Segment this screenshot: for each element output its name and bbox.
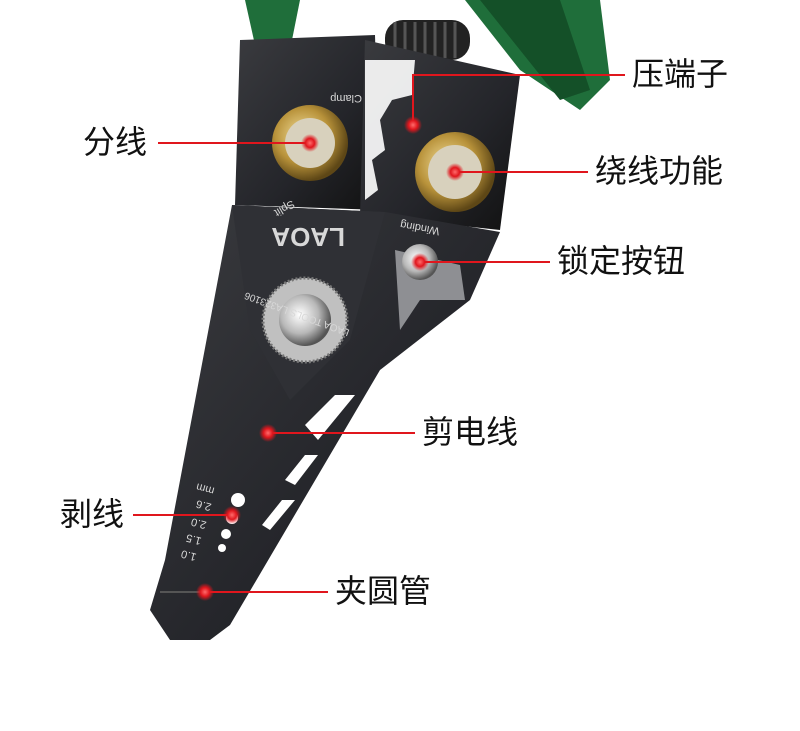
brand-logo: LAOA — [271, 222, 345, 252]
svg-text:2.0: 2.0 — [190, 515, 208, 531]
callout-crimp: 压端子 — [632, 55, 729, 93]
callout-winding: 绕线功能 — [595, 152, 724, 190]
left-handle — [245, 0, 300, 45]
svg-text:2.6: 2.6 — [195, 497, 213, 513]
gauge-unit: mm — [195, 480, 216, 496]
callout-pipe: 夹圆管 — [335, 572, 432, 610]
callout-lines — [133, 74, 625, 593]
svg-text:1.5: 1.5 — [185, 531, 203, 547]
callout-split: 分线 — [83, 123, 148, 161]
callout-lock: 锁定按钮 — [557, 242, 686, 280]
callout-strip: 剥线 — [60, 495, 125, 533]
svg-text:1.0: 1.0 — [180, 547, 198, 563]
callout-cut: 剪电线 — [422, 413, 519, 451]
clamp-marking: Clamp — [330, 92, 362, 104]
callout-dots — [196, 116, 464, 601]
